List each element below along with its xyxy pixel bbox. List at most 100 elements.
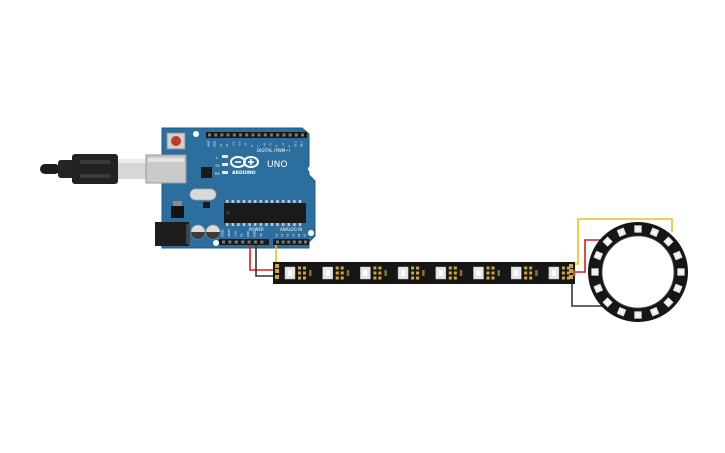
header-pin[interactable]	[254, 240, 257, 244]
header-pin[interactable]	[241, 240, 245, 244]
strip-pad	[569, 264, 573, 268]
pin-label: AREF	[207, 140, 211, 147]
digital-header[interactable]	[206, 132, 307, 138]
pin-label: RX 0	[300, 141, 304, 147]
wire-5v[interactable]	[249, 245, 279, 271]
header-pin[interactable]	[263, 133, 267, 137]
ring-led	[593, 283, 604, 294]
pin-label: TX 1	[293, 141, 297, 147]
header-pin[interactable]	[294, 133, 298, 137]
wire-gnd[interactable]	[255, 245, 279, 277]
header-pin[interactable]	[276, 133, 280, 137]
header-pin[interactable]	[228, 240, 232, 244]
led-label-rx: RX	[215, 172, 220, 176]
strip-pad	[275, 264, 279, 268]
ring-led	[649, 227, 660, 238]
wire-ring-data[interactable]	[575, 218, 673, 265]
ring-led	[602, 236, 613, 247]
chip-pin	[226, 200, 229, 203]
ring-led	[602, 297, 613, 308]
ring-led	[593, 250, 604, 261]
header-pin[interactable]	[245, 133, 249, 137]
header-pin[interactable]	[304, 240, 307, 244]
pin-label: IOREF	[221, 229, 225, 237]
pin-label: 8	[250, 145, 254, 147]
header-pin[interactable]	[301, 133, 304, 137]
header-pin[interactable]	[281, 240, 285, 244]
header-pin[interactable]	[232, 133, 236, 137]
ring-led	[634, 311, 642, 319]
header-pin[interactable]	[287, 240, 291, 244]
ring-led	[672, 250, 683, 261]
header-pin[interactable]	[239, 133, 242, 137]
header-pin[interactable]	[226, 133, 230, 137]
header-pin[interactable]	[208, 133, 211, 137]
chip-pin	[226, 223, 229, 226]
power-jack	[155, 222, 190, 246]
arduino-logo	[230, 156, 259, 168]
strip-led	[510, 266, 538, 280]
reset-button[interactable]	[166, 132, 186, 150]
chip-pin	[237, 200, 240, 203]
header-pin[interactable]	[282, 133, 286, 137]
header-pin[interactable]	[260, 240, 264, 244]
chip-pin	[265, 200, 268, 203]
chip-pin	[287, 200, 290, 203]
chip-pin	[293, 200, 296, 203]
strip-led	[397, 266, 425, 280]
chip-pin	[276, 200, 279, 203]
chip-pin	[293, 223, 296, 226]
chip-pin	[248, 200, 251, 203]
wire-ring-5v[interactable]	[575, 239, 601, 273]
header-pin[interactable]	[220, 133, 224, 137]
pin-label: RESET	[227, 228, 231, 237]
digital-header-label: DIGITAL (PWM~)	[257, 148, 291, 153]
header-pin[interactable]	[251, 133, 255, 137]
analog-header[interactable]	[273, 239, 309, 245]
chip-pin	[242, 200, 246, 203]
strip-led	[322, 266, 350, 280]
header-pin[interactable]	[292, 240, 296, 244]
ring-led	[591, 268, 599, 276]
chip-pin	[259, 223, 262, 226]
arduino-logo-text: ARDUINO	[232, 170, 256, 176]
led-label-l: L	[216, 156, 218, 160]
header-pin[interactable]	[288, 133, 292, 137]
header-pin[interactable]	[298, 240, 302, 244]
neopixel-ring[interactable]	[588, 222, 688, 322]
pin-label: 13	[219, 143, 223, 147]
pin-label: 2	[287, 145, 291, 147]
usb-cable[interactable]	[40, 154, 146, 184]
chip-pin	[231, 223, 234, 226]
capacitor	[190, 224, 206, 240]
pin-label: ~6	[262, 143, 266, 147]
chip-pin	[276, 223, 279, 226]
ring-led	[616, 227, 627, 238]
strip-led	[284, 266, 312, 280]
chip-pin	[287, 223, 290, 226]
pin-label: 12	[225, 143, 229, 147]
pin-label: ~9	[244, 143, 248, 147]
led-label-tx: TX	[214, 164, 220, 168]
header-pin[interactable]	[270, 133, 273, 137]
neopixel-strip[interactable]	[273, 262, 576, 284]
header-pin[interactable]	[234, 240, 238, 244]
header-pin[interactable]	[247, 240, 251, 244]
strip-pad	[275, 275, 279, 279]
chip-pin	[248, 223, 251, 226]
pin-label: A1	[280, 233, 284, 237]
chip-pin	[237, 223, 240, 226]
strip-pad	[569, 269, 573, 273]
pin-label: A3	[291, 233, 295, 237]
header-pin[interactable]	[257, 133, 261, 137]
chip-pin	[254, 223, 257, 226]
header-pin[interactable]	[276, 240, 279, 244]
pin-label: A4	[297, 233, 301, 237]
header-pin[interactable]	[222, 240, 225, 244]
header-pin[interactable]	[214, 133, 218, 137]
pin-label: 3.3V	[233, 231, 237, 237]
pin-label: 7	[256, 145, 260, 147]
chip-pin	[282, 223, 285, 226]
